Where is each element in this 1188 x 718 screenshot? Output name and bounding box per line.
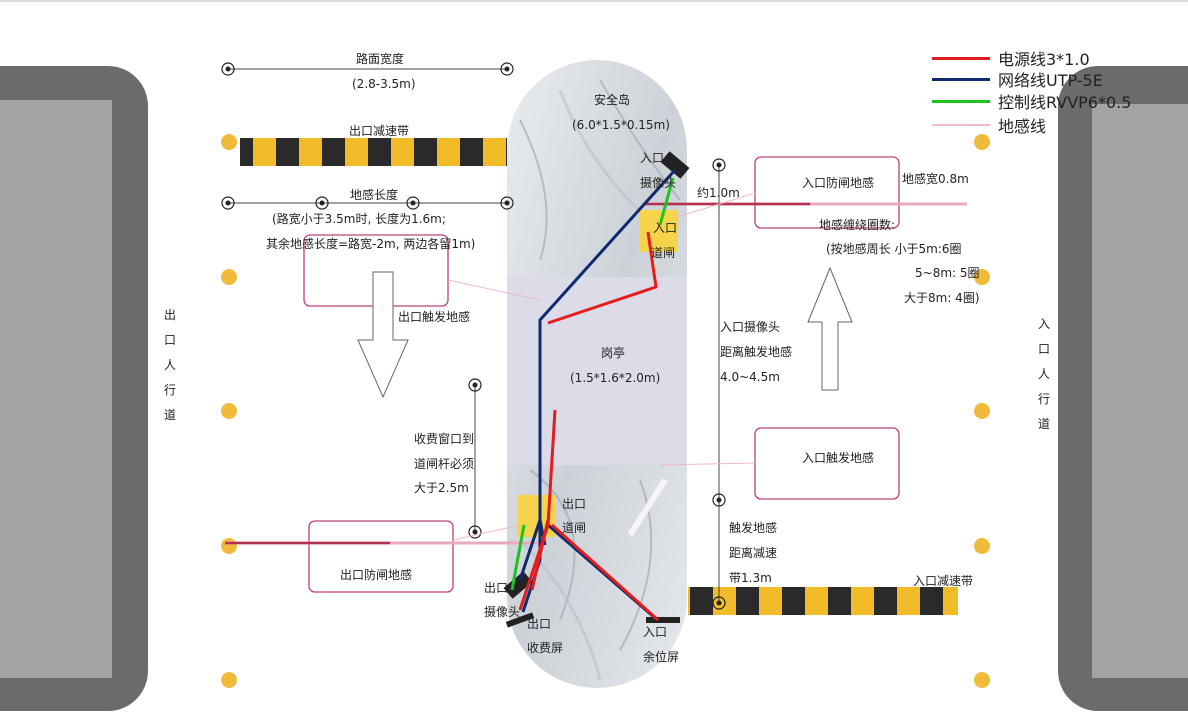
exit-toll-screen-label-2: 收费屏 <box>527 641 564 655</box>
entry-walkway-block <box>1058 66 1188 711</box>
trigger-to-bump-3: 带1.3m <box>729 571 772 585</box>
toll-window-label-1: 收费窗口到 <box>414 432 475 446</box>
winding-title: 地感缠绕圈数: <box>819 218 896 232</box>
entry-speed-bump <box>688 587 958 615</box>
exit-walkway-char: 道 <box>163 408 176 422</box>
entry-direction-arrow <box>807 266 853 391</box>
entry-gate-label-1: 入口 <box>653 221 678 235</box>
exit-toll-screen-icon <box>505 612 535 628</box>
entry-walkway-char: 人 <box>1037 367 1050 381</box>
legend-item-power: 电源线3*1.0 <box>932 46 1090 70</box>
legend-label-network: 网络线UTP-5E <box>998 71 1103 90</box>
booth-window-mark <box>627 478 668 537</box>
road-width-value: (2.8-3.5m) <box>352 77 416 91</box>
exit-trigger-loop-label: 出口触发地感 <box>398 310 471 324</box>
exit-direction-arrow <box>357 271 409 399</box>
booth-label: 岗亭 <box>601 346 626 360</box>
exit-walkway-char: 行 <box>163 383 176 397</box>
legend-swatch-control <box>932 99 990 103</box>
toll-window-label-2: 道闸杆必须 <box>414 457 475 471</box>
exit-walkway-char: 口 <box>163 333 176 347</box>
control-cable <box>510 177 675 591</box>
entry-walkway-char: 道 <box>1037 417 1050 431</box>
entry-gate-label-2: 道闸 <box>651 246 676 260</box>
legend-swatch-network <box>932 77 990 81</box>
exit-camera-label-1: 出口 <box>484 581 509 595</box>
dimension-lines <box>228 68 720 603</box>
legend-swatch-loop <box>932 124 990 126</box>
legend-item-network: 网络线UTP-5E <box>932 67 1103 91</box>
entry-space-screen-label-1: 入口 <box>643 625 668 639</box>
entry-trigger-loop-label: 入口触发地感 <box>802 451 875 465</box>
exit-walkway-block <box>0 66 148 711</box>
exit-gate-label-2: 道闸 <box>562 521 587 535</box>
exit-speed-bump-label: 出口减速带 <box>349 124 410 138</box>
entry-walkway-char: 口 <box>1037 342 1050 356</box>
legend-item-loop: 地感线 <box>932 113 1046 137</box>
trigger-to-bump-2: 距离减速 <box>729 546 778 560</box>
entry-gate-box <box>640 210 678 252</box>
entry-camera-icon <box>660 151 690 179</box>
loop-width-label: 地感宽0.8m <box>902 172 969 186</box>
top-border <box>0 0 1188 2</box>
safety-island-size: (6.0*1.5*0.15m) <box>572 118 670 132</box>
entry-camera-label-2: 摄像头 <box>640 176 677 190</box>
legend-label-loop: 地感线 <box>998 117 1047 136</box>
legend-label-power: 电源线3*1.0 <box>998 50 1090 69</box>
booth-size: (1.5*1.6*2.0m) <box>570 371 661 385</box>
legend-label-control: 控制线RVVP6*0.5 <box>998 93 1132 112</box>
road-width-title: 路面宽度 <box>356 52 405 66</box>
exit-camera-icon <box>503 571 533 599</box>
entry-space-screen-icon <box>646 617 680 623</box>
power-cable <box>518 231 660 622</box>
entry-space-screen-label-2: 余位屏 <box>643 650 680 664</box>
legend-swatch-power <box>932 56 990 60</box>
loop-length-title: 地感长度 <box>350 188 399 202</box>
exit-walkway-char: 出 <box>163 308 176 322</box>
booth <box>507 277 687 465</box>
entry-walkway-char: 行 <box>1037 392 1050 406</box>
entry-camera-label-1: 入口 <box>640 151 665 165</box>
exit-camera-label-2: 摄像头 <box>484 605 521 619</box>
entry-walkway-char: 入 <box>1037 317 1050 331</box>
loop-length-rule-2: 其余地感长度=路宽-2m, 两边各留1m) <box>266 237 476 251</box>
bollards <box>221 134 990 688</box>
trigger-to-bump-1: 触发地感 <box>729 521 778 535</box>
safety-island-label: 安全岛 <box>594 93 631 107</box>
exit-walkway-char: 人 <box>163 358 176 372</box>
exit-gate-label-1: 出口 <box>562 497 587 511</box>
entry-speed-bump-label: 入口减速带 <box>913 574 974 588</box>
exit-toll-screen-label-1: 出口 <box>527 617 552 631</box>
exit-speed-bump <box>240 138 507 166</box>
dimension-markers <box>221 62 726 610</box>
entry-cam-distance-3: 4.0~4.5m <box>720 370 780 384</box>
winding-rule-2: 5~8m: 5圈 <box>915 266 980 280</box>
exit-barrier-loop-label: 出口防闸地感 <box>340 568 413 582</box>
loop-length-rule-1: (路宽小于3.5m时, 长度为1.6m; <box>272 212 446 226</box>
winding-rule-1: (按地感周长 小于5m:6圈 <box>826 242 962 256</box>
entry-cam-distance-1: 入口摄像头 <box>720 320 781 334</box>
approx-distance-label: 约1.0m <box>697 186 740 200</box>
toll-window-label-3: 大于2.5m <box>414 481 469 495</box>
winding-rule-3: 大于8m: 4圈) <box>904 291 980 305</box>
legend-item-control: 控制线RVVP6*0.5 <box>932 89 1131 113</box>
entry-cam-distance-2: 距离触发地感 <box>720 345 793 359</box>
entry-barrier-loop-label: 入口防闸地感 <box>802 176 875 190</box>
